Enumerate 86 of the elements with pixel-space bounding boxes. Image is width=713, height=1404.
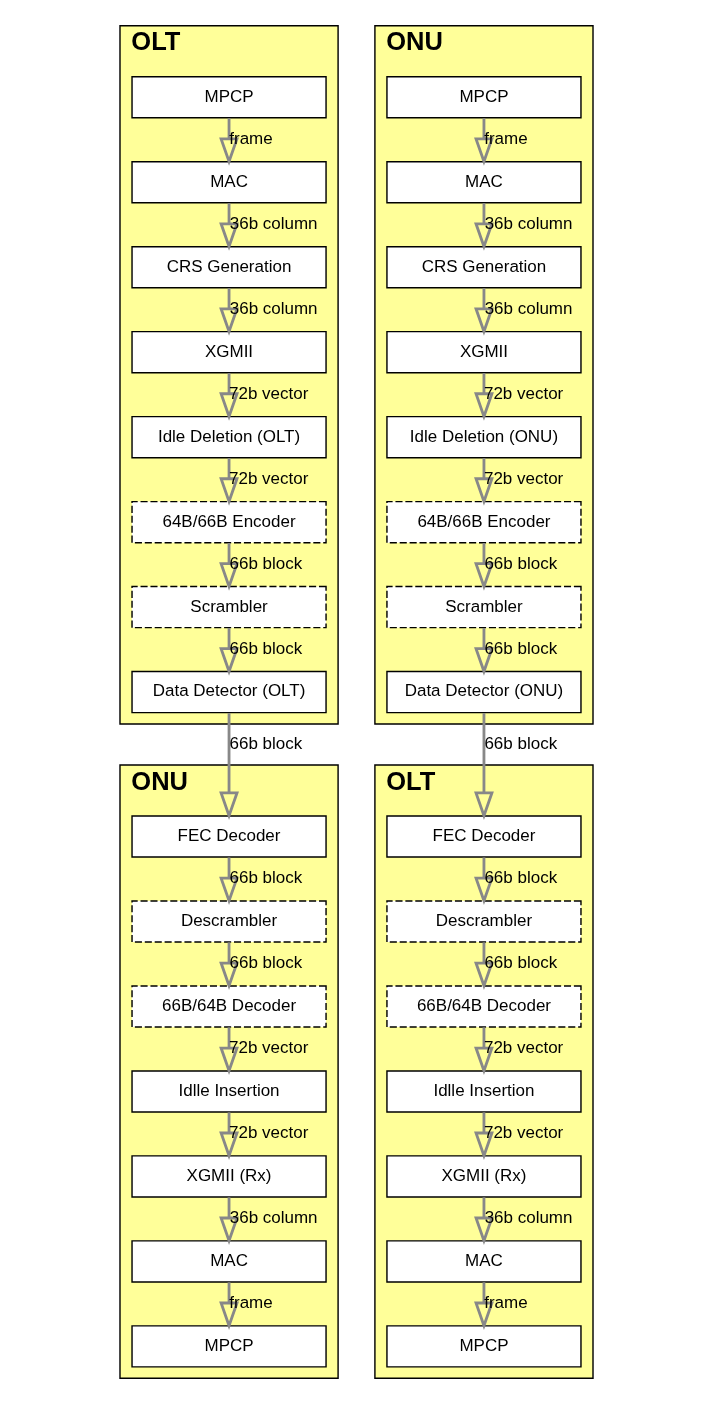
edge-label: 36b column [229, 299, 318, 319]
edge-label: 66b block [484, 554, 558, 574]
edge-label: 36b column [229, 1208, 318, 1228]
arrow [219, 857, 239, 906]
edge-label: 36b column [484, 214, 573, 234]
edge-label: 66b block [229, 554, 303, 574]
arrow [219, 1282, 239, 1330]
node-box: XGMII [386, 330, 582, 374]
arrow [219, 1112, 239, 1160]
edge-label: 66b block [484, 733, 558, 753]
arrow [219, 373, 239, 421]
edge-label: 72b vector [229, 1123, 309, 1143]
arrow [219, 1197, 239, 1245]
node-box: Idlle Insertion [386, 1070, 582, 1113]
node-box: Idlle Insertion [131, 1070, 327, 1113]
arrow [474, 288, 494, 336]
node-box: XGMII (Rx) [131, 1155, 327, 1198]
arrow [474, 857, 494, 906]
arrow [219, 942, 239, 991]
node-box: Data Detector (OLT) [131, 670, 327, 714]
edge-label: 66b block [484, 638, 558, 658]
edge-label: 72b vector [483, 384, 564, 404]
node-box: Idle Deletion (OLT) [131, 415, 327, 459]
node-box: XGMII (Rx) [386, 1155, 582, 1198]
node-box: 64B/66B Encoder [386, 500, 582, 544]
edge-label: 66b block [484, 868, 558, 888]
arrow [474, 118, 494, 166]
edge-label: frame [484, 1293, 528, 1313]
arrow [474, 942, 494, 991]
edge-label: 72b vector [229, 469, 309, 489]
arrow [474, 1282, 494, 1330]
node-box: XGMII [131, 330, 327, 374]
edge-label: frame [229, 129, 273, 149]
arrow [474, 628, 494, 676]
arrow [219, 1027, 239, 1075]
node-box: Scrambler [131, 585, 327, 629]
node-box: Scrambler [386, 585, 582, 629]
arrow [474, 1197, 494, 1245]
arrow [474, 373, 494, 421]
node-box: Descrambler [131, 900, 327, 943]
edge-label: 66b block [484, 953, 558, 973]
edge-label: 36b column [484, 299, 573, 319]
node-box: MAC [386, 161, 582, 204]
node-box: MPCP [131, 1325, 327, 1368]
edge-label: 72b vector [483, 469, 564, 489]
edge-label: 72b vector [483, 1038, 564, 1058]
arrow [219, 203, 239, 251]
arrow [474, 1027, 494, 1075]
edge-label: 36b column [229, 214, 318, 234]
arrow [219, 458, 239, 506]
arrow [474, 713, 494, 820]
edge-label: 66b block [229, 733, 303, 753]
node-box: FEC Decoder [386, 815, 582, 858]
arrow [474, 543, 494, 591]
node-box: MPCP [386, 76, 582, 119]
edge-label: frame [229, 1293, 273, 1313]
edge-label: 72b vector [229, 1038, 309, 1058]
arrow [474, 458, 494, 506]
arrow [219, 713, 239, 820]
node-box: FEC Decoder [131, 815, 327, 858]
edge-label: 66b block [229, 638, 303, 658]
node-box: MAC [386, 1240, 582, 1283]
node-box: 64B/66B Encoder [131, 500, 327, 544]
arrow [219, 288, 239, 336]
node-box: CRS Generation [386, 246, 582, 289]
node-box: MAC [131, 161, 327, 204]
edge-label: 36b column [484, 1208, 573, 1228]
arrow [474, 1112, 494, 1160]
arrow [219, 118, 239, 166]
arrow [219, 543, 239, 591]
node-box: Data Detector (ONU) [386, 670, 582, 714]
node-box: 66B/64B Decoder [131, 985, 327, 1028]
node-box: MPCP [386, 1325, 582, 1368]
node-box: CRS Generation [131, 246, 327, 289]
edge-label: 66b block [229, 953, 303, 973]
arrow [474, 203, 494, 251]
node-box: Descrambler [386, 900, 582, 943]
node-box: 66B/64B Decoder [386, 985, 582, 1028]
edge-label: frame [484, 129, 528, 149]
edge-label: 66b block [229, 868, 303, 888]
node-box: MAC [131, 1240, 327, 1283]
edge-label: 72b vector [229, 384, 309, 404]
node-box: MPCP [131, 76, 327, 119]
arrow [219, 628, 239, 676]
edge-label: 72b vector [483, 1123, 564, 1143]
node-box: Idle Deletion (ONU) [386, 415, 582, 459]
